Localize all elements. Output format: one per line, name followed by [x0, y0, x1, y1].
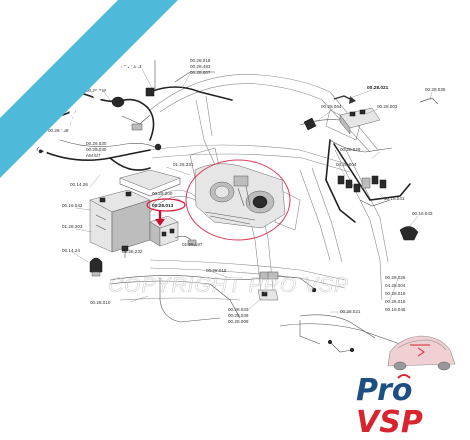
part-label[interactable]: 00.28.003	[377, 104, 398, 109]
part-label[interactable]: AM 6/7	[86, 153, 101, 158]
relay-bank	[337, 175, 387, 193]
highlight-label[interactable]: 00.28.013	[152, 203, 174, 209]
part-label[interactable]: 00.28.018	[385, 291, 406, 296]
part-label[interactable]: 00.28.007	[190, 70, 211, 75]
car-body-outline	[119, 74, 389, 301]
part-label[interactable]: 00.28.015	[206, 268, 227, 273]
fuse-box-00-28-013[interactable]	[149, 215, 179, 247]
part-label[interactable]: 00.16.041	[384, 196, 405, 201]
part-label[interactable]: 00.28.016	[385, 299, 406, 304]
part-label[interactable]: 00.28.035	[425, 87, 446, 92]
part-label[interactable]: 01.28.231	[173, 162, 194, 167]
part-label[interactable]: 00.28.200	[152, 191, 173, 196]
part-label[interactable]: 00.28.021	[367, 85, 389, 91]
part-label[interactable]: 00.28.036	[48, 128, 69, 133]
logo-line1: Pro	[356, 373, 412, 408]
lower-right-harness	[279, 314, 421, 361]
part-label[interactable]: 00.17.043	[121, 64, 142, 69]
part-label[interactable]: 00.14.24	[62, 248, 80, 253]
part-label[interactable]: 00.28.025	[385, 275, 406, 280]
battery	[89, 189, 151, 253]
logo-line2: VSP	[356, 405, 423, 440]
part-label[interactable]: 00.14.26	[70, 182, 88, 187]
part-label[interactable]: 00.16.046	[385, 307, 406, 312]
part-label[interactable]: 01.28.187	[182, 242, 203, 247]
leader-lines	[67, 68, 433, 313]
part-label[interactable]: 00.28.064	[321, 104, 342, 109]
part-label[interactable]: 00.28.029	[86, 88, 107, 93]
part-label[interactable]: 00.28.030	[86, 147, 107, 152]
part-label[interactable]: 00.28.039	[228, 313, 249, 318]
part-label[interactable]: 00.28.021	[340, 309, 361, 314]
relay-00-14-24	[89, 257, 103, 277]
highlight-ring	[185, 159, 291, 241]
part-label[interactable]: 01.28.232	[122, 249, 143, 254]
part-label[interactable]: 00.28.018	[190, 58, 211, 63]
highlight-arrow	[155, 210, 165, 226]
connector-01-28-187	[174, 235, 197, 247]
dashboard-cluster	[194, 163, 286, 229]
relay-harness-top	[145, 60, 233, 101]
part-label[interactable]: 00.28.030	[86, 141, 107, 146]
part-label[interactable]: 04.28.004	[336, 162, 357, 167]
connector-01-28-232	[121, 245, 129, 258]
direction-arrows	[333, 95, 439, 105]
part-label[interactable]: 00.28.009	[228, 319, 249, 324]
part-label[interactable]: 00.28.010	[90, 300, 111, 305]
part-label[interactable]: 00.28.033	[228, 307, 249, 312]
pro-vsp-logo: Pro VSP	[356, 373, 423, 440]
battery-tray	[119, 169, 181, 197]
part-labels: 00.17.043 00.28.018 00.28.483 00.28.007 …	[48, 58, 446, 324]
highlight-label-group[interactable]: 00.28.013	[146, 198, 186, 212]
part-label[interactable]: 00.28.029	[340, 147, 361, 152]
right-harness	[299, 107, 419, 241]
lower-harness	[109, 271, 317, 323]
vehicle-thumbnail	[387, 335, 456, 371]
part-label[interactable]: 00.16.043	[412, 211, 433, 216]
copyright-watermark: COPYRIGHT PRO VSP	[108, 274, 349, 297]
part-label[interactable]: 00.28.483	[190, 64, 211, 69]
part-label[interactable]: 01.28.203	[62, 224, 83, 229]
part-label[interactable]: 00.16.042	[62, 203, 83, 208]
part-label[interactable]: 04.28.004	[385, 283, 406, 288]
